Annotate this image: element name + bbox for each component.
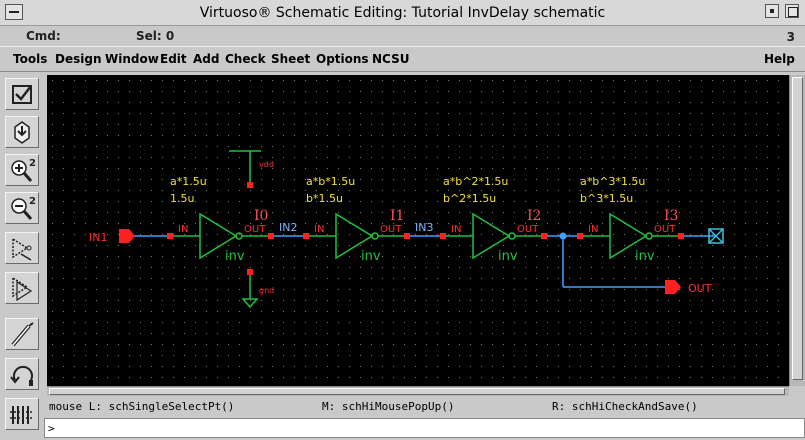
output-pin-label: OUT	[688, 282, 712, 295]
vertical-scroll-thumb[interactable]	[792, 77, 803, 380]
menu-edit[interactable]: Edit	[160, 52, 187, 66]
property-button[interactable]	[5, 398, 39, 430]
wire-junction	[559, 232, 567, 240]
menu-add[interactable]: Add	[193, 52, 220, 66]
inverter-instance-i1[interactable]: IN OUT inv I1 a*b*1.5u b*1.5u	[303, 175, 410, 264]
mouse-right-binding: R: schHiCheckAndSave()	[552, 400, 698, 413]
window-menu-button[interactable]	[5, 4, 23, 20]
inverter-instance-i3[interactable]: IN OUT inv I3 a*b^3*1.5u b^3*1.5u	[577, 175, 684, 264]
pin-label-in: IN	[178, 224, 188, 235]
command-prompt[interactable]: >	[44, 418, 805, 438]
stretch-button[interactable]	[5, 232, 39, 264]
minimize-button[interactable]	[765, 4, 779, 18]
tool-palette: 2 2	[0, 74, 44, 440]
pmos-width-param: a*b*1.5u	[306, 175, 355, 188]
schematic-canvas[interactable]: vdd gnd IN1 OUT IN2 IN3	[47, 75, 789, 386]
net-label-in2: IN2	[279, 221, 297, 234]
save-button[interactable]	[5, 116, 39, 148]
zoom-in-button[interactable]: 2	[5, 154, 39, 186]
input-pin-label: IN1	[89, 231, 107, 244]
maximize-button[interactable]	[785, 4, 799, 18]
gnd-symbol	[241, 269, 259, 309]
copy-button[interactable]	[5, 272, 39, 304]
pin-label-in: IN	[314, 224, 324, 235]
horizontal-scroll-thumb[interactable]	[49, 388, 785, 395]
pmos-width-param: a*b^3*1.5u	[580, 175, 645, 188]
copy-icon	[12, 276, 33, 302]
pin-label-out: OUT	[380, 224, 402, 235]
gnd-label: gnd	[259, 286, 274, 295]
cell-name: inv	[361, 249, 381, 264]
menu-tools[interactable]: Tools	[13, 52, 48, 66]
undo-icon	[10, 365, 33, 386]
window-number: 3	[786, 30, 795, 44]
instance-name: I3	[664, 208, 678, 224]
cell-name: inv	[225, 249, 245, 264]
mouse-bindings-bar: mouse L: schSingleSelectPt() M: schHiMou…	[47, 397, 805, 417]
wire-button[interactable]	[5, 318, 39, 350]
grid	[47, 75, 789, 386]
net-label-in3: IN3	[415, 221, 433, 234]
instance-name: I1	[390, 208, 404, 224]
horizontal-scrollbar[interactable]	[47, 386, 789, 396]
zoom-in-by-2-icon: 2	[11, 158, 36, 182]
pin-label-in: IN	[451, 224, 461, 235]
check-and-save-button[interactable]	[5, 78, 39, 110]
pin-label-out: OUT	[244, 224, 266, 235]
menu-bar: Tools Design Window Edit Add Check Sheet…	[0, 46, 805, 72]
menu-check[interactable]: Check	[225, 52, 266, 66]
cell-name: inv	[635, 249, 655, 264]
vertical-scrollbar[interactable]	[789, 75, 805, 386]
pin-label-out: OUT	[517, 224, 539, 235]
nmos-width-param: b^3*1.5u	[580, 192, 633, 205]
check-and-save-icon	[12, 85, 32, 104]
no-connect-terminal	[708, 228, 724, 244]
input-pin[interactable]	[119, 229, 135, 243]
pin-label-out: OUT	[654, 224, 676, 235]
wire-icon	[11, 322, 34, 347]
mouse-left-binding: mouse L: schSingleSelectPt()	[49, 400, 235, 413]
nmos-width-param: b^2*1.5u	[443, 192, 496, 205]
pmos-width-param: a*1.5u	[170, 175, 207, 188]
menu-design[interactable]: Design	[55, 52, 102, 66]
menu-options[interactable]: Options	[316, 52, 369, 66]
cmd-label: Cmd:	[26, 29, 61, 43]
menu-ncsu[interactable]: NCSU	[372, 52, 410, 66]
inverter-instance-i0[interactable]: IN OUT inv I0 a*1.5u 1.5u	[167, 175, 274, 264]
selection-count: Sel: 0	[136, 29, 175, 43]
output-pin[interactable]	[665, 280, 681, 294]
mouse-middle-binding: M: schHiMousePopUp()	[322, 400, 455, 413]
vdd-label: vdd	[259, 160, 274, 169]
zoom-out-button[interactable]: 2	[5, 192, 39, 224]
menu-sheet[interactable]: Sheet	[271, 52, 311, 66]
svg-text:2: 2	[29, 158, 36, 169]
vdd-symbol	[229, 150, 261, 188]
nmos-width-param: 1.5u	[170, 192, 194, 205]
window-title: Virtuoso® Schematic Editing: Tutorial In…	[199, 5, 606, 21]
menu-window[interactable]: Window	[105, 52, 159, 66]
command-info-bar: Cmd: Sel: 0 3	[0, 26, 805, 46]
save-icon	[14, 121, 30, 144]
menu-help[interactable]: Help	[764, 52, 795, 66]
stretch-icon	[12, 237, 32, 261]
inverter-instance-i2[interactable]: IN OUT inv I2 a*b^2*1.5u b^2*1.5u	[440, 175, 547, 264]
pmos-width-param: a*b^2*1.5u	[443, 175, 508, 188]
undo-button[interactable]	[5, 358, 39, 390]
title-bar: Virtuoso® Schematic Editing: Tutorial In…	[0, 0, 805, 26]
nmos-width-param: b*1.5u	[306, 192, 343, 205]
instance-name: I2	[527, 208, 541, 224]
schematic-drawing[interactable]: vdd gnd IN1 OUT IN2 IN3	[47, 75, 789, 386]
instance-name: I0	[254, 208, 268, 224]
pin-label-in: IN	[588, 224, 598, 235]
property-icon	[10, 406, 32, 424]
prompt-symbol: >	[48, 422, 55, 435]
cell-name: inv	[498, 249, 518, 264]
zoom-out-by-2-icon: 2	[11, 196, 36, 220]
svg-text:2: 2	[29, 196, 36, 207]
